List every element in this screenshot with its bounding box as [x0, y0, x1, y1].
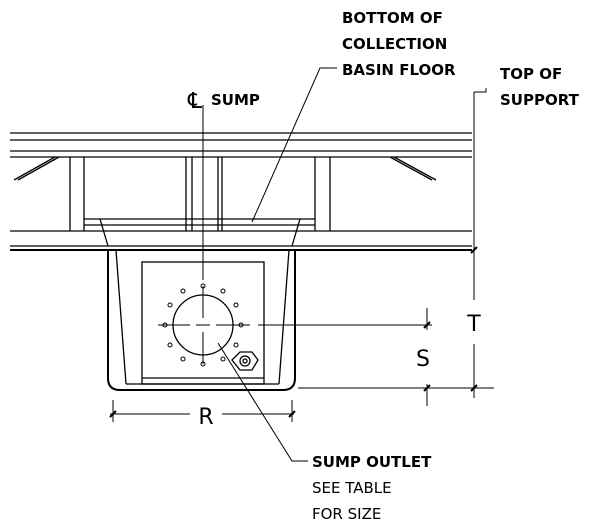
label-bottom-of: BOTTOM OF: [342, 9, 443, 27]
leader-lines: [217, 67, 487, 462]
label-bottom-of-basin: BOTTOM OF COLLECTION BASIN FLOOR: [342, 9, 456, 79]
label-for-size: FOR SIZE: [312, 505, 381, 523]
dimension-t: T: [466, 312, 481, 337]
dimension-lines: [109, 92, 494, 422]
label-see-table: SEE TABLE: [312, 479, 392, 497]
sump-body: [107, 249, 296, 391]
label-basin-floor: BASIN FLOOR: [342, 61, 456, 79]
dimension-r: R: [198, 405, 213, 430]
label-sump-outlet: SUMP OUTLET SEE TABLE FOR SIZE: [312, 453, 432, 523]
label-sump-outlet-title: SUMP OUTLET: [312, 453, 432, 471]
label-support: SUPPORT: [500, 91, 580, 109]
bolt-holes: [162, 283, 244, 367]
sump-outlet: [158, 286, 250, 364]
label-collection: COLLECTION: [342, 35, 447, 53]
drain-fitting: [231, 351, 259, 371]
label-centerline-sump: ℄ SUMP: [187, 89, 260, 114]
basin-structure: [10, 132, 472, 251]
dimension-s: S: [416, 347, 430, 372]
label-sump: SUMP: [211, 91, 260, 109]
label-top-of-support: TOP OF SUPPORT: [500, 65, 580, 109]
centerline-symbol: ℄: [187, 89, 203, 114]
label-top-of: TOP OF: [500, 65, 562, 83]
